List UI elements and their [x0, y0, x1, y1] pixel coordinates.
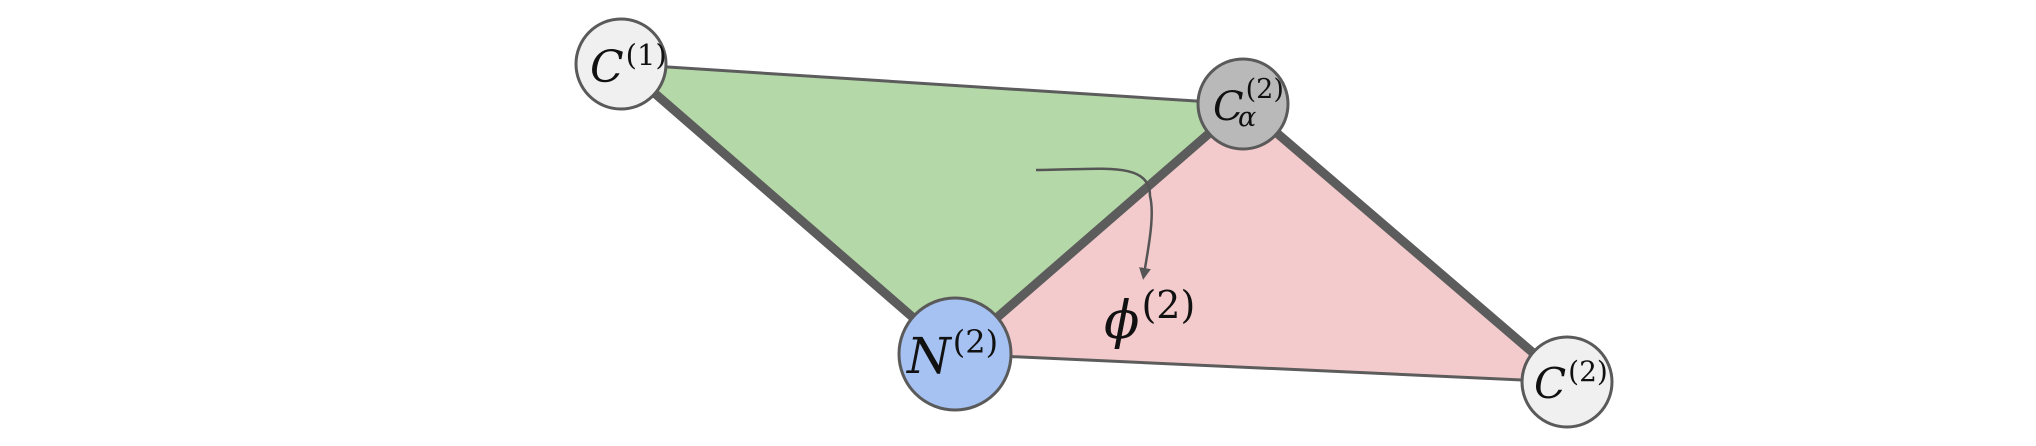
bond-c1-n2 [618, 60, 958, 358]
node-c2-circle [1520, 335, 1614, 429]
node-c1-circle [574, 17, 668, 111]
node-n2: N(2) [897, 296, 1013, 412]
node-c1-label: C(1) [590, 38, 667, 93]
plane-n2-ca2-c2 [955, 104, 1567, 382]
node-c2: C(2) [1520, 335, 1614, 429]
node-n2-circle [897, 296, 1013, 412]
node-c1: C(1) [574, 17, 668, 111]
node-ca2-label: C(2) [1213, 74, 1284, 130]
node-ca2-circle [1196, 57, 1290, 151]
bond-ca2-c2 [1240, 100, 1570, 386]
node-n2-label: N(2) [906, 323, 998, 385]
bond-n2-c2 [954, 352, 1568, 384]
node-c2-label: C(2) [1534, 355, 1608, 408]
bond-n2-ca2 [952, 100, 1246, 358]
rotation-arrow [1035, 167, 1153, 280]
node-ca2: C(2) α [1196, 57, 1290, 151]
plane-c1-ca2-n2 [621, 64, 1243, 354]
phi-angle-label: ϕ(2) [1104, 283, 1195, 351]
node-ca2-subscript: α [1238, 102, 1256, 133]
bond-c1-ca2 [620, 62, 1244, 106]
